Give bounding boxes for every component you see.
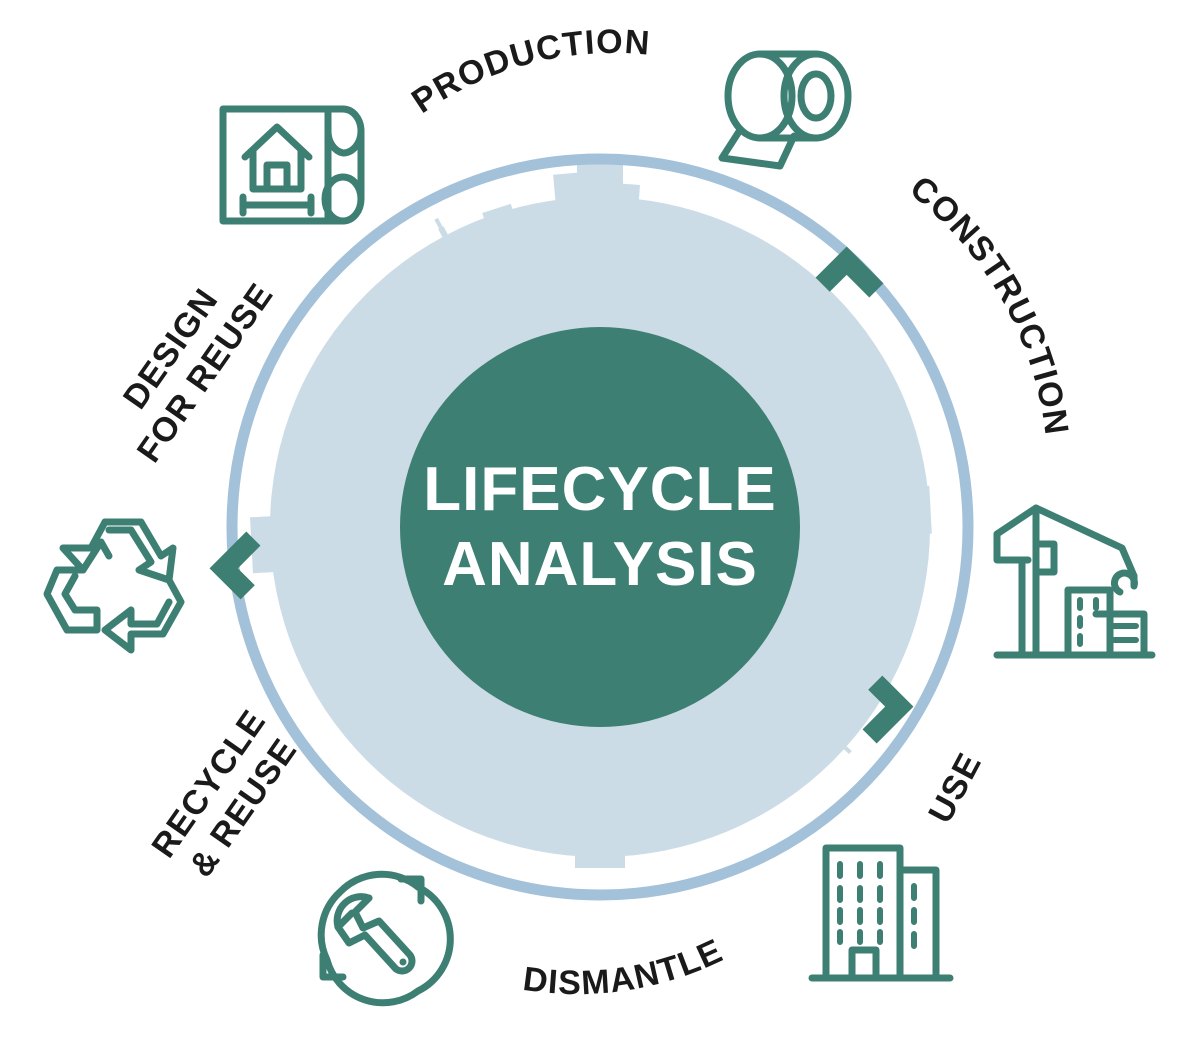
recycle-icon bbox=[43, 518, 185, 654]
wrench-cycle-icon bbox=[317, 870, 454, 1007]
crane-icon bbox=[993, 504, 1156, 659]
arrow-to-use bbox=[862, 675, 914, 744]
title-line-2: ANALYSIS bbox=[442, 530, 758, 599]
arrow-to-construction bbox=[815, 246, 884, 298]
skyline-buildings bbox=[250, 155, 932, 868]
center-circle bbox=[400, 327, 800, 727]
stage-label-dismantle: DISMANTLE bbox=[521, 932, 729, 1003]
stage-label-design-for-reuse: DESIGN FOR REUSE bbox=[116, 276, 281, 469]
stage-label-construction: CONSTRUCTION bbox=[903, 169, 1076, 438]
skyline-ring bbox=[226, 153, 974, 901]
stage-label-production: PRODUCTION bbox=[405, 23, 652, 121]
title-line-1: LIFECYCLE bbox=[423, 455, 776, 524]
outer-ring-arc bbox=[226, 153, 974, 901]
ring-arrows bbox=[209, 246, 914, 744]
stage-label-recycle-reuse: RECYCLE & REUSE bbox=[144, 703, 304, 884]
tape-roll-icon bbox=[718, 50, 852, 170]
office-building-icon bbox=[808, 844, 954, 982]
arrow-to-production bbox=[209, 531, 261, 600]
svg-text:USE: USE bbox=[921, 746, 989, 829]
stage-label-use: USE bbox=[921, 746, 989, 829]
blueprint-icon bbox=[219, 105, 365, 225]
center-title: LIFECYCLE ANALYSIS bbox=[423, 455, 776, 599]
